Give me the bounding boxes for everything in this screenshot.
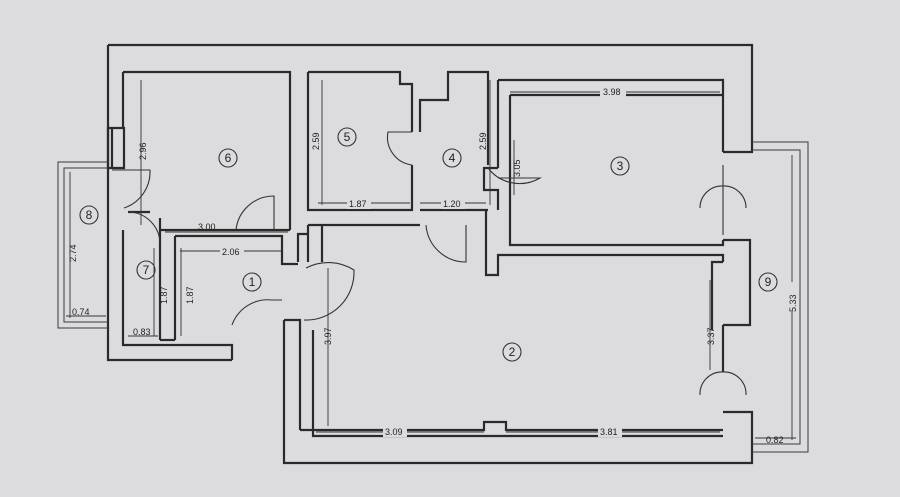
door-room-5 [386, 131, 413, 166]
dim-room1-width: 2.06 [222, 247, 240, 257]
outer-walls [106, 43, 754, 465]
svg-text:5: 5 [344, 130, 351, 144]
dim-room3-door: 3.05 [512, 159, 522, 177]
dim-room9-height: 5.33 [788, 294, 798, 312]
dim-room4-width: 1.20 [443, 199, 461, 209]
room-marker-8: 8 [79, 205, 99, 225]
svg-text:6: 6 [225, 151, 232, 165]
dim-room7-height: 1.87 [159, 286, 169, 304]
svg-text:9: 9 [765, 275, 772, 289]
door-room-4-hall [425, 224, 467, 263]
svg-text:3: 3 [617, 159, 624, 173]
svg-text:1: 1 [249, 275, 256, 289]
svg-text:4: 4 [449, 151, 456, 165]
door-room-3 [487, 167, 543, 185]
dim-room7-width: 0.83 [133, 327, 151, 337]
doors [112, 131, 747, 396]
svg-text:2: 2 [509, 345, 516, 359]
room-marker-2: 2 [502, 342, 522, 362]
dim-room5-height: 2.59 [311, 132, 321, 150]
dim-room3-width: 3.98 [603, 87, 621, 97]
svg-text:8: 8 [86, 208, 93, 222]
dim-room2-height: 3.97 [323, 327, 333, 345]
balconies [57, 141, 809, 453]
door-room-6-hall [235, 195, 275, 231]
room-marker-3: 3 [610, 156, 630, 176]
dim-room2-right-height: 3.37 [706, 327, 716, 345]
interior-walls [121, 70, 725, 438]
room-marker-1: 1 [242, 272, 262, 292]
dim-room4-height: 2.59 [478, 132, 488, 150]
dim-room9-width: 0.82 [766, 435, 784, 445]
room-marker-9: 9 [758, 272, 778, 292]
dim-room1-height: 1.87 [185, 286, 195, 304]
room-marker-7: 7 [136, 260, 156, 280]
door-balcony-3 [699, 165, 747, 235]
dim-room5-width: 1.87 [349, 199, 367, 209]
dim-room8-width: 0.74 [72, 307, 90, 317]
door-room-2 [303, 261, 355, 321]
room-marker-6: 6 [218, 148, 238, 168]
room-markers: 1 2 3 4 5 6 7 8 [79, 127, 778, 362]
door-room-7 [127, 211, 161, 245]
door-room-6 [112, 169, 151, 209]
door-balcony-2 [699, 371, 747, 396]
dimension-labels: 3.98 2.96 2.59 2.59 3.05 1.87 1.20 3.00 … [68, 86, 798, 445]
door-room-1 [231, 299, 282, 326]
dim-room8-height: 2.74 [68, 244, 78, 262]
room-marker-5: 5 [337, 127, 357, 147]
dim-room6-width: 3.00 [198, 222, 216, 232]
svg-text:7: 7 [143, 263, 150, 277]
dim-room2-width-right: 3.81 [600, 427, 618, 437]
dim-room2-width-left: 3.09 [385, 427, 403, 437]
room-marker-4: 4 [442, 148, 462, 168]
dim-room6-height: 2.96 [138, 142, 148, 160]
